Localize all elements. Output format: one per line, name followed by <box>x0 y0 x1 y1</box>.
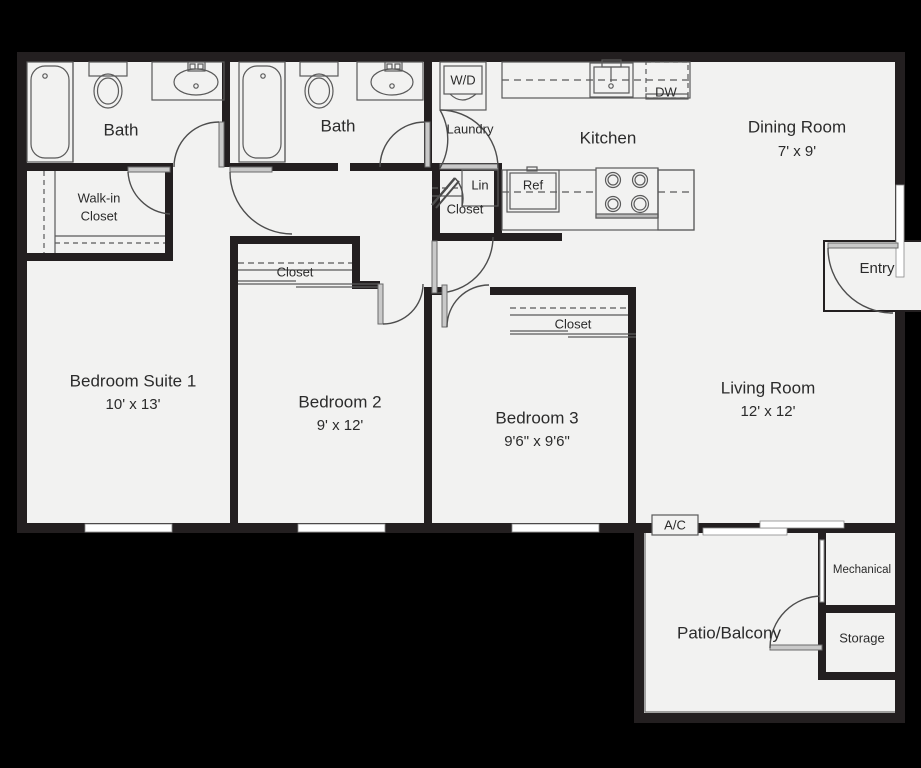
label-bedroom-1: Bedroom Suite 1 <box>70 371 197 390</box>
label-linen-closet: Lin <box>471 177 488 192</box>
label-bedroom-2: Bedroom 2 <box>298 392 381 411</box>
label-entry: Entry <box>859 260 895 277</box>
label-bath-1: Bath <box>104 120 139 139</box>
label-closet-bedroom-2: Closet <box>277 264 314 279</box>
interior-walls <box>17 52 905 680</box>
label-washer-dryer: W/D <box>450 72 475 87</box>
label-walkin-closet-line2: Closet <box>81 208 118 223</box>
label-living-room-dims: 12' x 12' <box>741 403 796 420</box>
label-laundry: Laundry <box>447 121 494 136</box>
label-dining-room: Dining Room <box>748 117 846 136</box>
label-dining-room-dims: 7' x 9' <box>778 143 816 160</box>
doors <box>127 109 899 651</box>
room-labels: Bath Walk-in Closet Bath Laundry Kitchen… <box>70 72 895 645</box>
label-closet-bedroom-3: Closet <box>555 316 592 331</box>
label-walkin-closet-line1: Walk-in <box>78 190 121 205</box>
label-bedroom-3-dims: 9'6" x 9'6" <box>504 433 570 450</box>
label-bedroom-2-dims: 9' x 12' <box>317 417 364 434</box>
label-closet-hall: Closet <box>447 201 484 216</box>
label-storage: Storage <box>839 630 885 645</box>
label-air-conditioner: A/C <box>664 517 686 532</box>
label-bedroom-1-dims: 10' x 13' <box>106 396 161 413</box>
label-refrigerator: Ref <box>523 177 544 192</box>
patio-railing <box>644 533 895 713</box>
label-mechanical: Mechanical <box>833 564 891 576</box>
label-bath-2: Bath <box>321 116 356 135</box>
label-patio-balcony: Patio/Balcony <box>677 623 781 642</box>
label-living-room: Living Room <box>721 378 816 397</box>
fixture-outlines <box>26 59 699 536</box>
label-bedroom-3: Bedroom 3 <box>495 408 578 427</box>
windows <box>84 184 905 536</box>
label-kitchen: Kitchen <box>580 128 637 147</box>
label-dishwasher: DW <box>655 84 677 99</box>
